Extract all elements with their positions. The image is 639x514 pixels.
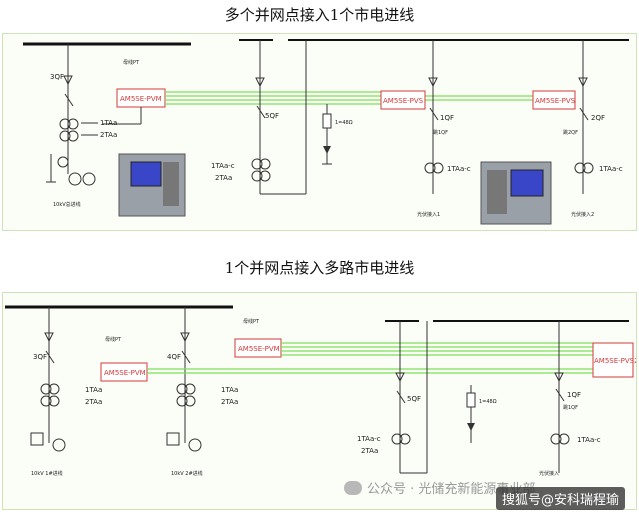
trip-2qf-label: 跳2QF	[563, 129, 578, 136]
bus-pt-label-3: 母线PT	[243, 318, 260, 325]
breaker-2qf-label: 2QF	[591, 114, 605, 122]
diagram-panel-2: 3QF 1TAa 2TAa 10kV 1#进线 母线PT AM5SE-PVM 4…	[2, 292, 637, 510]
trip-1qf-label: 跳1QF	[433, 129, 448, 136]
pvs-label-2: AM5SE-PVS	[535, 97, 576, 105]
ct-a1-label: 1TAa	[85, 386, 102, 394]
ct-1taa-label: 1TAa	[100, 119, 117, 127]
ct-5-a-label: 1TAa-c	[211, 162, 235, 170]
breaker-3qf-label-2: 3QF	[33, 353, 47, 361]
pvm-label-left: AM5SE-PVM	[104, 369, 146, 377]
breaker-5qf-label: 5QF	[265, 112, 279, 120]
bus-pt-label: 母线PT	[123, 59, 140, 66]
diagram-title-2: 1个并网点接入多路市电进线	[224, 259, 415, 277]
wechat-watermark-text: 公众号 · 光储充新能源事业部	[367, 482, 536, 497]
breaker-3qf-label: 3QF	[50, 73, 64, 81]
feed-b-label: 10kV 2#进线	[171, 470, 203, 477]
pvm-label: AM5SE-PVM	[120, 95, 162, 103]
breaker-5qf-label-2: 5QF	[407, 395, 421, 403]
breaker-1qf-label: 1QF	[440, 114, 454, 122]
ct-a2-label: 2TAa	[85, 398, 102, 406]
wiring-diagram-2: 3QF 1TAa 2TAa 10kV 1#进线 母线PT AM5SE-PVM 4…	[5, 305, 636, 477]
ct-b2-label: 2TAa	[221, 398, 238, 406]
ct-b1-label: 1TAa	[221, 386, 238, 394]
pv1-label: 光伏接入1	[417, 211, 440, 218]
pvm-device-right	[234, 338, 282, 358]
ct-2taa-label: 2TAa	[100, 131, 117, 139]
ct-5a-label-2: 1TAa-c	[357, 435, 381, 443]
ct-5-b-label: 2TAa	[215, 174, 232, 182]
diagram-title-1: 多个并网点接入1个市电进线	[224, 6, 415, 24]
pvs-device-1	[380, 90, 426, 110]
wechat-watermark: 公众号 · 光储充新能源事业部	[344, 478, 535, 497]
ct-1-label: 1TAa-c	[447, 165, 471, 173]
pvs-device-2	[532, 90, 576, 110]
ct-1-label-2: 1TAa-c	[577, 436, 601, 444]
feed-label: 10kV总进线	[53, 201, 81, 208]
feed-a-label: 10kV 1#进线	[31, 470, 63, 477]
pvm-label-right: AM5SE-PVM	[238, 345, 280, 353]
resistor-label: 1=48Ω	[335, 120, 353, 126]
ct-5b-label-2: 2TAa	[361, 447, 378, 455]
breaker-1qf-label-2: 1QF	[567, 391, 581, 399]
trip-1qf-label-2: 跳1QF	[563, 404, 578, 411]
pv2-label: 光伏接入2	[571, 211, 594, 218]
sohu-watermark: 搜狐号@安科瑞程瑜	[495, 487, 625, 510]
bus-pt-label-2: 母线PT	[105, 336, 122, 343]
pvm-device-left	[100, 362, 148, 382]
breaker-4qf-label: 4QF	[167, 353, 181, 361]
ct-2-label: 1TAa-c	[599, 165, 623, 173]
resistor-label-2: 1=48Ω	[479, 399, 497, 405]
diagram-panel-1: 3QF 1TAa 2TAa 10kV总进线 母线PT AM5SE-PVM 5QF…	[2, 33, 637, 231]
pvs-label-1: AM5SE-PVS	[383, 97, 424, 105]
pvs2-device	[592, 342, 634, 378]
wiring-diagram-1: 3QF 1TAa 2TAa 10kV总进线 母线PT AM5SE-PVM 5QF…	[23, 39, 629, 225]
pvs2-label: AM5SE-PVS2	[594, 357, 636, 365]
pv-label-2: 光伏接入	[539, 470, 559, 477]
wechat-icon	[344, 480, 362, 495]
